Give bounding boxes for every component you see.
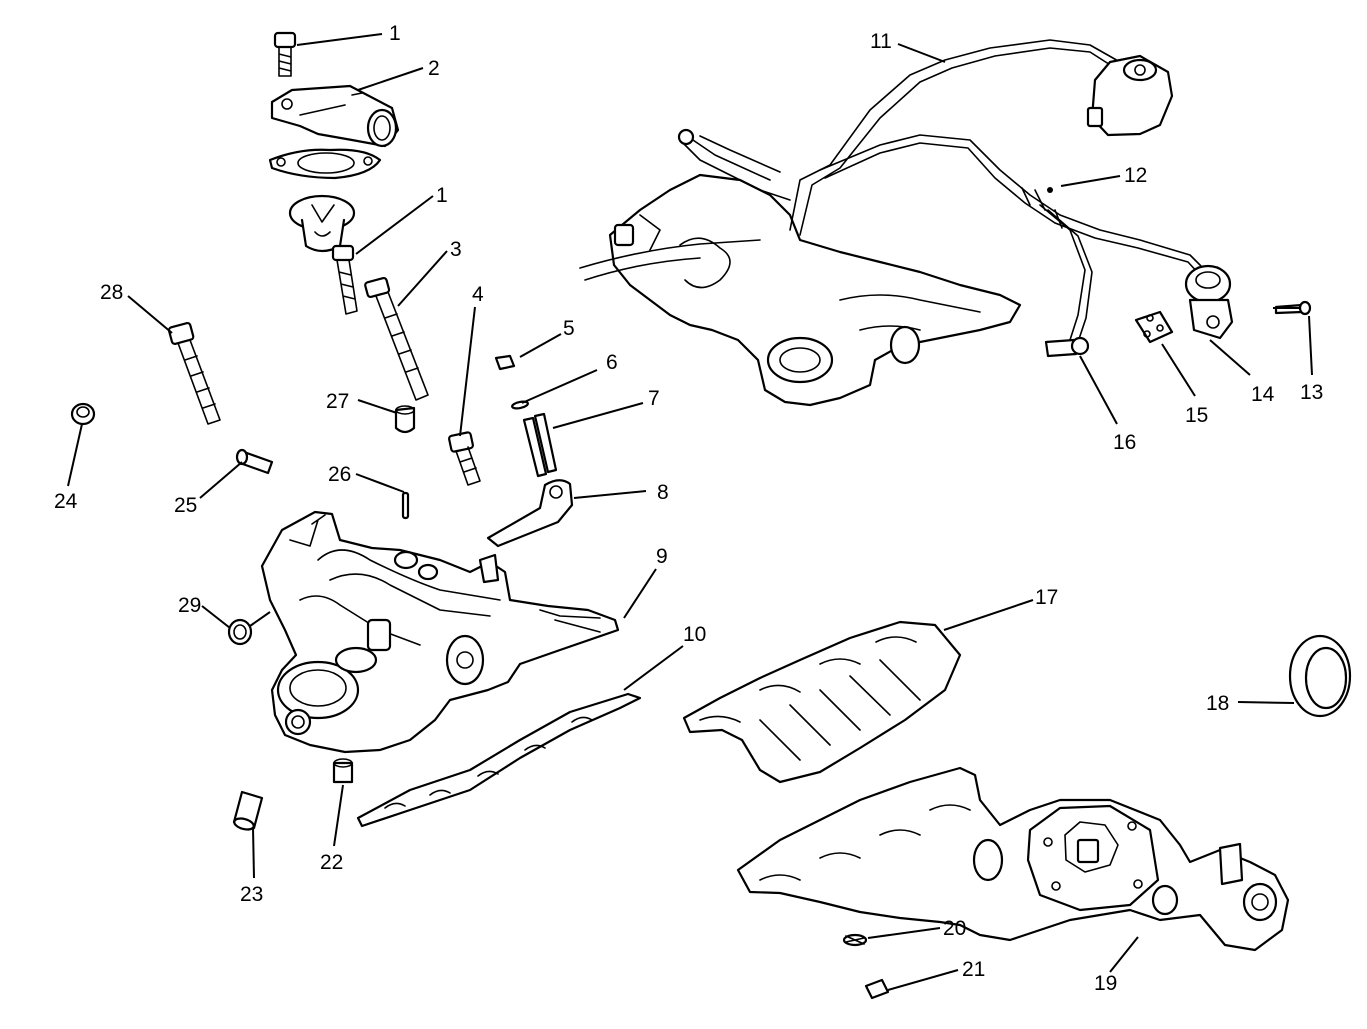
seal-ring-part-18 <box>1288 634 1352 718</box>
thermostat-gasket <box>268 148 382 180</box>
callout-26: 26 <box>328 463 351 486</box>
callout-20: 20 <box>943 917 966 940</box>
callout-24: 24 <box>54 490 78 513</box>
bolt-part-4 <box>448 431 481 486</box>
callout-1-top: 1 <box>389 22 401 45</box>
plug-part-22 <box>332 758 354 784</box>
callout-29: 29 <box>178 594 201 617</box>
thermostat <box>288 194 356 253</box>
callout-10: 10 <box>683 623 706 646</box>
callout-21: 21 <box>962 958 985 981</box>
sensor-part-16 <box>1044 336 1090 358</box>
callout-9: 9 <box>656 545 668 568</box>
dowel-part-26 <box>401 491 410 520</box>
plug-part-24 <box>70 402 96 426</box>
callout-14: 14 <box>1251 383 1275 406</box>
gasket-part-17 <box>682 620 962 784</box>
callout-7: 7 <box>648 387 660 410</box>
callout-2: 2 <box>428 57 440 80</box>
gasket-part-10 <box>356 692 642 828</box>
egr-valve-part-14 <box>1184 264 1234 340</box>
bolt-part-28 <box>167 321 221 425</box>
callout-12: 12 <box>1124 164 1147 187</box>
callout-19: 19 <box>1094 972 1117 995</box>
leader-lines <box>67 33 1313 991</box>
callout-16: 16 <box>1113 431 1136 454</box>
callout-25: 25 <box>174 494 197 517</box>
gasket-part-15 <box>1134 310 1174 344</box>
upper-intake-manifold <box>260 510 620 754</box>
callout-17: 17 <box>1035 586 1058 609</box>
tube-part-23 <box>232 790 264 831</box>
plug-part-27 <box>394 405 416 434</box>
lower-intake-manifold-part-19 <box>736 766 1290 952</box>
plug-part-29 <box>227 618 253 646</box>
engine-assembly-illustration <box>579 39 1206 407</box>
bolt-part-3 <box>364 276 429 401</box>
callout-1-middle: 1 <box>436 184 448 207</box>
callout-13: 13 <box>1300 381 1323 404</box>
thermostat-housing-part-2 <box>270 84 400 148</box>
callout-3: 3 <box>450 238 462 261</box>
callout-8: 8 <box>657 481 669 504</box>
stud-part-7 <box>522 412 558 478</box>
nut-part-5 <box>494 354 516 371</box>
callout-18: 18 <box>1206 692 1229 715</box>
callout-23: 23 <box>240 883 263 906</box>
plug-part-21 <box>864 978 890 1000</box>
callout-5: 5 <box>563 317 575 340</box>
callout-11: 11 <box>870 30 892 53</box>
callout-6: 6 <box>606 351 618 374</box>
callout-22: 22 <box>320 851 343 874</box>
callout-28: 28 <box>100 281 123 304</box>
hose-clip-part-12 <box>1021 187 1063 229</box>
callout-15: 15 <box>1185 404 1208 427</box>
bracket-part-8 <box>486 479 574 548</box>
callout-4: 4 <box>472 283 484 306</box>
pin-part-25 <box>235 448 274 475</box>
bolt-part-1-middle <box>331 244 358 315</box>
bolt-part-1-top <box>273 31 297 77</box>
washer-part-6 <box>511 400 529 410</box>
callout-27: 27 <box>326 390 349 413</box>
callout-labels: 1 2 1 3 4 5 6 7 8 9 10 11 12 13 14 15 16… <box>54 22 1323 995</box>
spring-part-20 <box>842 933 868 947</box>
